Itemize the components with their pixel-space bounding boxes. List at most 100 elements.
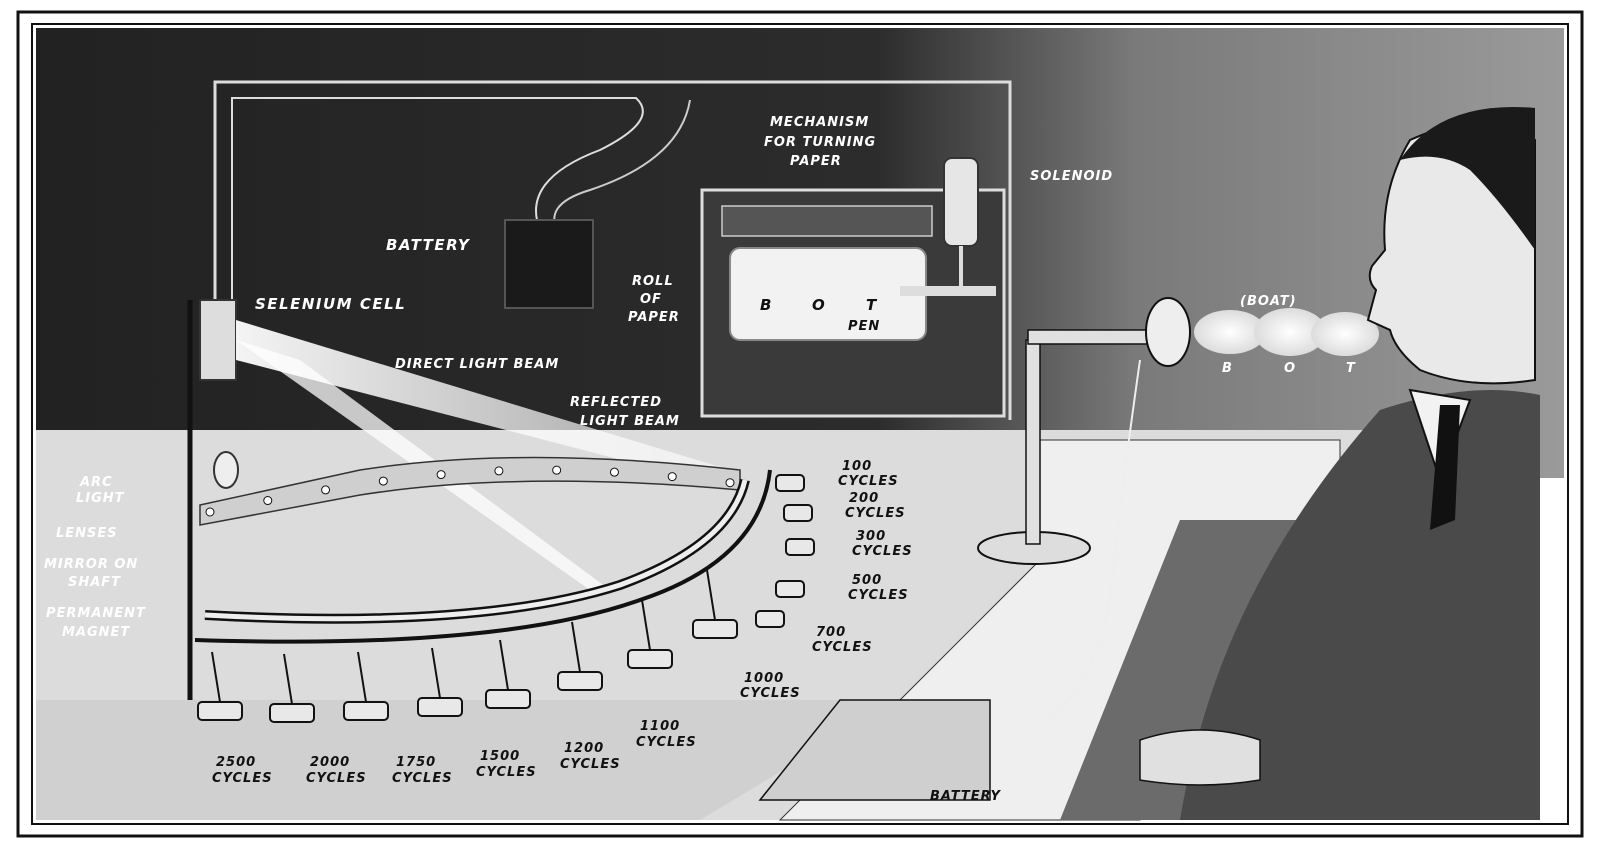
cycles-label-number: 1200 [564,741,604,756]
cycles-label-number: 700 [816,625,846,640]
label-arc-1: ARC [79,475,113,490]
lens [494,466,504,476]
person-hand [1139,729,1261,786]
label-roll-3: PAPER [628,310,680,325]
cycles-label-unit: CYCLES [476,765,537,780]
wire-loop [213,80,1012,420]
resonator-key [485,689,531,709]
resonator-key [785,538,815,556]
label-magnet-1: PERMANENT [46,606,146,621]
resonator-key [557,671,603,691]
resonator-wire [431,647,441,699]
person-tie [1430,405,1460,530]
cycles-label-number: 100 [842,459,872,474]
cycles-label-number: 1100 [640,719,680,734]
cycles-label-number: 1500 [480,749,520,764]
label-mirror-2: SHAFT [68,575,121,590]
microphone-cord [1039,359,1141,721]
cycles-label-unit: CYCLES [848,588,909,603]
label-mechanism-2: FOR TURNING [764,135,876,150]
label-battery-top: BATTERY [386,236,471,254]
front-table [36,700,900,820]
label-magnet-2: MAGNET [62,625,130,640]
resonator-key [775,580,805,598]
label-pen: PEN [848,319,880,334]
label-arc-2: LIGHT [76,491,125,506]
label-reflected-1: REFLECTED [570,395,662,410]
resonator-wire [706,569,716,621]
battery-box-bottom [758,699,991,801]
direct-light-beam [236,320,730,488]
speech-letter-o: O [1284,361,1296,376]
resonator-wire [357,651,367,703]
resonator-key [269,703,315,723]
resonator-wire [499,639,509,691]
arc-light [213,451,239,489]
lens [725,478,735,488]
bottom-resonator-keys [197,569,738,723]
cycles-label-number: 2000 [310,755,350,770]
resonator-key [197,701,243,721]
lenses-group [205,465,735,517]
label-reflected-2: LIGHT BEAM [580,414,680,429]
lens [378,476,388,486]
resonator-key [783,504,813,522]
speech-letter-t: T [1346,361,1356,376]
lens [263,496,273,506]
paper-roll [729,247,927,341]
cycles-label-number: 1750 [396,755,436,770]
wire-battery [553,99,691,236]
label-mirror-1: MIRROR ON [44,557,138,572]
label-boat: (BOAT) [1240,294,1297,309]
paper-letter-b: B [760,296,773,314]
cycles-label-unit: CYCLES [636,735,697,750]
cycles-label-unit: CYCLES [852,544,913,559]
label-selenium-cell: SELENIUM CELL [255,295,406,313]
resonator-wire [211,651,221,703]
lens [436,470,446,480]
cycles-label-unit: CYCLES [845,506,906,521]
paper-letter-o: O [812,296,826,314]
cycles-bottom-labels: 2500CYCLES2000CYCLES1750CYCLES1500CYCLES… [212,719,697,786]
speech-clouds [1194,308,1379,356]
cycles-label-unit: CYCLES [392,771,453,786]
speech-letter-b: B [1222,361,1233,376]
label-battery-bottom: BATTERY [930,789,1001,804]
battery-box [504,219,594,309]
cycles-label-number: 2500 [216,755,256,770]
cycles-right-labels: 100CYCLES200CYCLES300CYCLES500CYCLES700C… [740,459,913,701]
cycles-label-number: 300 [856,529,886,544]
resonator-key [775,474,805,492]
label-direct-light-beam: DIRECT LIGHT BEAM [395,357,559,372]
pen-arm [900,286,996,296]
resonator-key [692,619,738,639]
label-mechanism-3: PAPER [790,154,842,169]
inner-frame [31,23,1569,825]
paper-holder [721,205,933,237]
cycles-label-number: 200 [849,491,879,506]
resonator-key [627,649,673,669]
resonator-key [417,697,463,717]
right-resonator-keys [755,474,815,628]
person-hair [1400,107,1535,250]
solenoid [943,157,979,247]
cycles-label-unit: CYCLES [838,474,899,489]
resonator-wire [641,599,651,651]
wire-inner [231,97,644,300]
label-solenoid: SOLENOID [1030,169,1113,184]
cycles-label-unit: CYCLES [306,771,367,786]
selenium-cell [199,299,237,381]
lens [667,472,677,482]
cycles-label-unit: CYCLES [740,686,801,701]
lens [205,507,215,517]
microphone [1145,297,1191,367]
mirror-ring-inner [204,479,748,622]
cycles-label-unit: CYCLES [560,757,621,772]
resonator-wire [571,621,581,673]
cycles-label-unit: CYCLES [812,640,873,655]
resonator-key [755,610,785,628]
label-roll-1: ROLL [632,274,674,289]
lens [609,467,619,477]
cycles-label-number: 1000 [744,671,784,686]
